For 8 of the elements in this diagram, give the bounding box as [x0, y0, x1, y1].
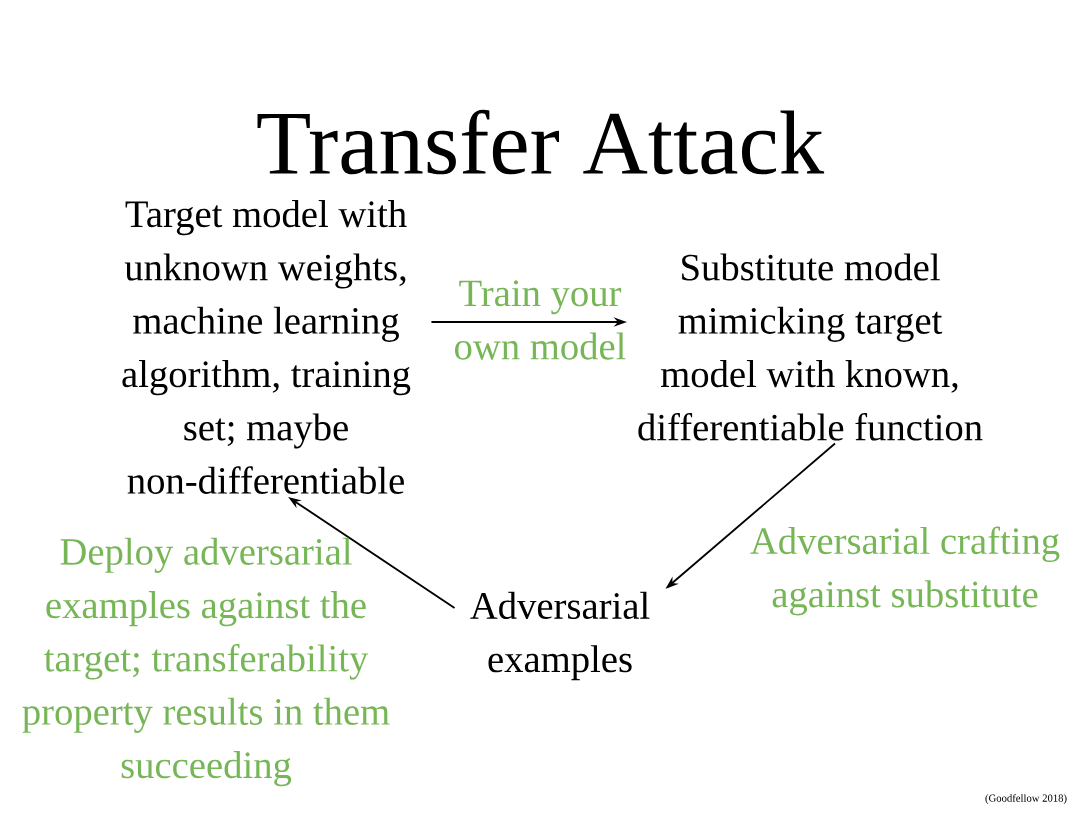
edge-label: Deploy adversarial examples against the target; transferability property results in them succeeding — [22, 537, 390, 787]
edge-label: Adversarial crafting against substitute — [750, 526, 1060, 616]
edge-label: Train your own model — [455, 280, 626, 360]
text-label: Substitute model mimicking target model with known, differentiable function — [638, 253, 983, 441]
text-label: Adversarial examples — [470, 591, 650, 681]
text-label: Target model with unknown weights, machine learning algorithm, training set; maybe non-differentiable — [122, 200, 411, 494]
citation: (Goodfellow 2018) — [985, 794, 1067, 804]
title: Transfer Attack — [257, 109, 825, 175]
